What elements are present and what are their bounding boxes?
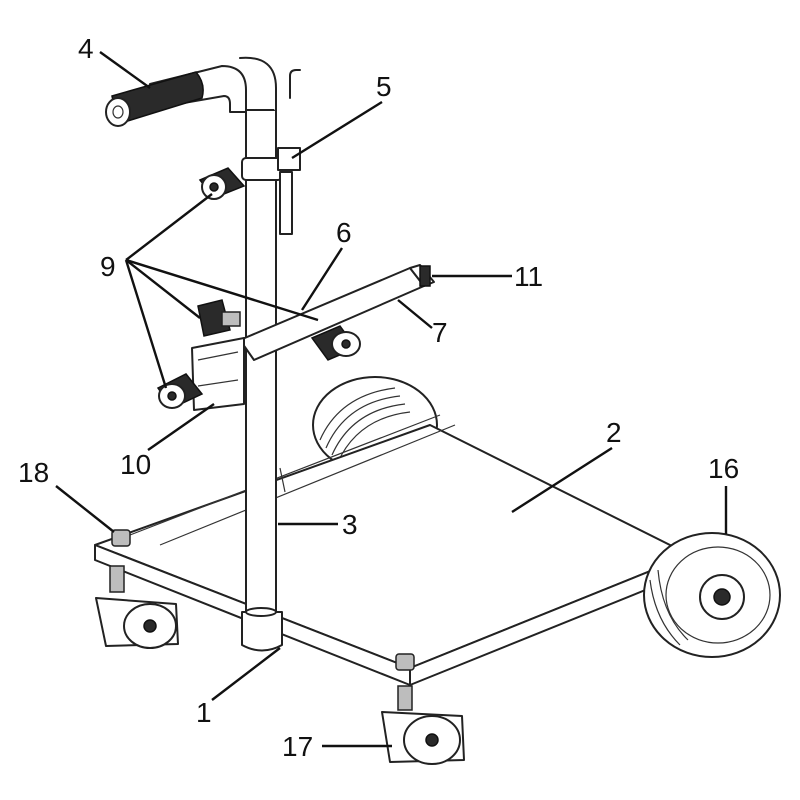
handle	[105, 56, 301, 127]
base-bracket	[241, 611, 283, 652]
knob-lower	[156, 373, 204, 409]
callout-18: 18	[18, 457, 49, 488]
vertical-column	[241, 109, 283, 617]
cross-arm	[239, 264, 435, 361]
knob-arm	[310, 325, 361, 361]
callout-3: 3	[342, 509, 358, 540]
leader-5	[291, 100, 383, 160]
callout-1: 1	[196, 697, 212, 728]
leader-9b	[125, 258, 319, 322]
callout-5: 5	[376, 71, 392, 102]
leader-2	[511, 446, 613, 514]
callout-2: 2	[606, 417, 622, 448]
leader-9d	[124, 259, 168, 389]
leader-1	[211, 647, 281, 701]
leader-9a	[125, 193, 213, 261]
leader-10	[147, 403, 215, 451]
knob-middle	[197, 299, 241, 337]
caster-front	[381, 685, 465, 765]
leader-6	[300, 247, 344, 311]
leader-lines	[55, 51, 728, 748]
bolt-rear-left	[111, 529, 131, 547]
upper-clamp	[277, 147, 301, 235]
leader-9c	[125, 259, 201, 319]
leader-7	[397, 299, 433, 329]
callout-11: 11	[514, 261, 543, 292]
callout-7: 7	[432, 317, 448, 348]
bolt-front	[395, 653, 415, 671]
callout-9: 9	[100, 251, 116, 282]
callout-17: 17	[282, 731, 313, 762]
callout-16: 16	[708, 453, 739, 484]
front-wheel	[643, 532, 781, 658]
holder-block	[191, 337, 245, 411]
caster-left	[95, 565, 179, 649]
leader-4	[99, 51, 151, 89]
callout-labels: 1 2 3 4 5 6 7 9 10 11 16 17 18	[18, 33, 739, 762]
callout-4: 4	[78, 33, 94, 64]
callout-10: 10	[120, 449, 151, 480]
callout-6: 6	[336, 217, 352, 248]
leader-18	[55, 485, 115, 533]
knob-upper	[198, 167, 246, 200]
